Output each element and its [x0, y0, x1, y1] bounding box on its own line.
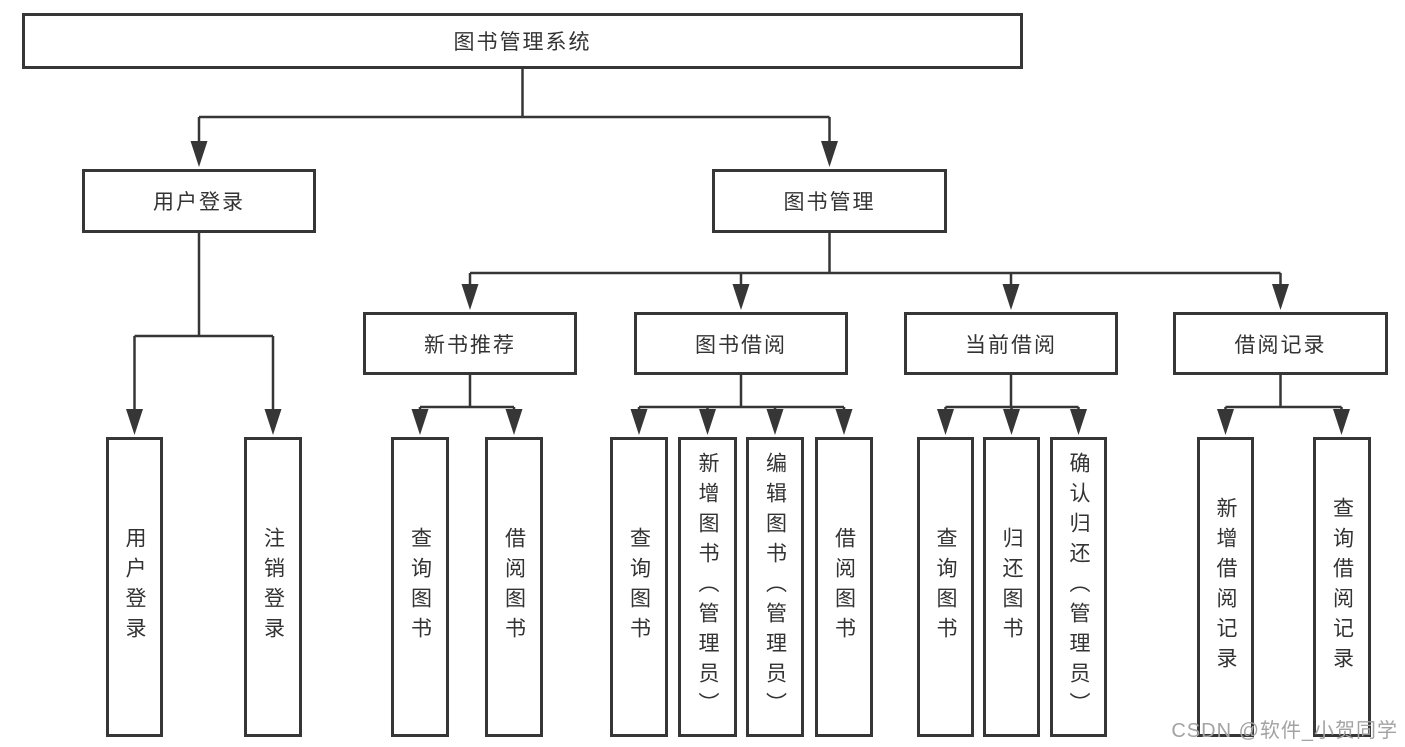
- leaf-add-borrow-record: 新增借阅记录: [1197, 437, 1254, 737]
- leaf-add-borrow-record-label: 新增借阅记录: [1214, 497, 1237, 677]
- leaf-edit-book-admin: 编辑图书（管理员）: [746, 437, 804, 737]
- node-book-management: 图书管理: [712, 169, 947, 233]
- node-library-system: 图书管理系统: [22, 13, 1023, 69]
- leaf-edit-book-admin-label: 编辑图书（管理员）: [763, 452, 787, 722]
- leaf-user-login-label: 用户登录: [123, 527, 146, 647]
- node-new-book-recommendation: 新书推荐: [363, 312, 577, 375]
- leaf-confirm-return-admin: 确认归还（管理员）: [1050, 437, 1107, 737]
- leaf-borrow-books-recommend: 借阅图书: [485, 437, 543, 737]
- node-book-borrowing: 图书借阅: [634, 312, 848, 375]
- csdn-watermark: CSDN @软件_小贺同学: [1171, 720, 1398, 742]
- leaf-return-books-label: 归还图书: [1000, 527, 1023, 647]
- leaf-query-borrow-record: 查询借阅记录: [1313, 437, 1371, 737]
- leaf-query-books-current-label: 查询图书: [934, 527, 957, 647]
- leaf-query-books-recommend-label: 查询图书: [408, 527, 432, 647]
- node-book-borrowing-label: 图书借阅: [695, 333, 787, 357]
- connector-paths: [133, 69, 1343, 414]
- leaf-query-books-borrowing: 查询图书: [610, 437, 668, 737]
- leaf-user-login: 用户登录: [106, 437, 163, 737]
- node-library-system-label: 图书管理系统: [453, 31, 592, 54]
- leaf-borrow-books-borrowing: 借阅图书: [815, 437, 873, 737]
- leaf-add-book-admin-label: 新增图书（管理员）: [696, 452, 719, 722]
- arrowheads: [126, 141, 1350, 435]
- node-borrowing-records: 借阅记录: [1173, 312, 1388, 375]
- node-user-login: 用户登录: [82, 169, 316, 233]
- leaf-borrow-books-recommend-label: 借阅图书: [502, 527, 526, 647]
- node-borrowing-records-label: 借阅记录: [1234, 333, 1327, 357]
- leaf-query-borrow-record-label: 查询借阅记录: [1330, 497, 1354, 677]
- leaf-logout: 注销登录: [244, 437, 302, 737]
- leaf-query-books-recommend: 查询图书: [391, 437, 449, 737]
- node-user-login-label: 用户登录: [153, 191, 245, 214]
- leaf-return-books: 归还图书: [983, 437, 1040, 737]
- node-new-book-recommendation-label: 新书推荐: [424, 333, 516, 357]
- leaf-logout-label: 注销登录: [261, 527, 285, 647]
- node-book-management-label: 图书管理: [783, 191, 876, 214]
- node-current-borrowing-label: 当前借阅: [965, 333, 1057, 357]
- leaf-add-book-admin: 新增图书（管理员）: [678, 437, 737, 737]
- leaf-query-books-borrowing-label: 查询图书: [627, 527, 651, 647]
- leaf-query-books-current: 查询图书: [917, 437, 974, 737]
- leaf-confirm-return-admin-label: 确认归还（管理员）: [1067, 452, 1090, 722]
- node-current-borrowing: 当前借阅: [904, 312, 1118, 375]
- leaf-borrow-books-borrowing-label: 借阅图书: [832, 527, 856, 647]
